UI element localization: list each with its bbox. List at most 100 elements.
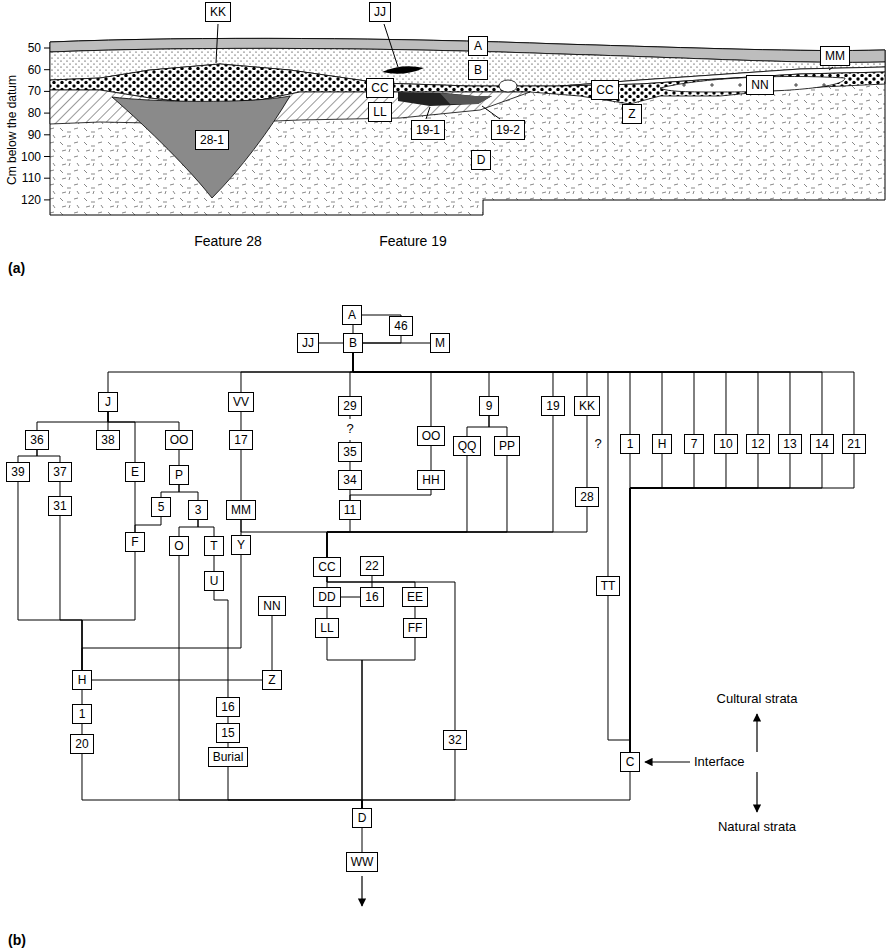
node-text: D: [357, 810, 367, 826]
axis-number: 100: [21, 149, 41, 165]
node-text: MM: [231, 502, 251, 518]
matrix-connector: [241, 520, 327, 557]
node-text: WW: [351, 854, 374, 870]
matrix-connector: [37, 450, 60, 462]
node-text: OO: [422, 428, 441, 444]
context-box: 31: [48, 496, 71, 516]
node-text: NN: [263, 598, 280, 614]
matrix-connector: [327, 520, 350, 557]
stratum-callout: B: [468, 60, 488, 80]
stratum-callout: A: [468, 36, 488, 56]
context-box: Z: [262, 670, 282, 690]
context-box: 16: [216, 697, 239, 717]
node-text: 46: [394, 318, 407, 334]
matrix-connector: [179, 520, 198, 536]
context-box: 15: [216, 723, 239, 743]
matrix-connector: [241, 450, 242, 500]
node-text: 36: [30, 432, 43, 448]
stratum-callout: 19-1: [411, 120, 445, 140]
matrix-connector: [353, 353, 431, 426]
context-box: 35: [338, 442, 361, 462]
context-box: 29: [338, 396, 361, 416]
context-box: 36: [25, 430, 48, 450]
node-text: LL: [373, 104, 386, 120]
axis-ticks: [44, 48, 50, 200]
stratum-callout: NN: [746, 75, 773, 95]
context-box: 37: [48, 462, 71, 482]
matrix-connector: [82, 690, 83, 704]
context-box: T: [204, 536, 224, 556]
feature-19-1: [398, 92, 492, 106]
node-text: 37: [53, 464, 66, 480]
context-box: B: [343, 333, 363, 353]
matrix-connector: [630, 454, 694, 752]
node-text: 17: [234, 432, 247, 448]
context-box: Burial: [208, 747, 249, 767]
stratum-callout: CC: [591, 80, 618, 100]
node-text: 22: [365, 558, 378, 574]
feature-19-1-fill: [440, 93, 492, 104]
context-box: H: [72, 670, 92, 690]
context-box: A: [342, 305, 362, 325]
axis-number: 60: [28, 62, 41, 78]
node-text: 15: [221, 725, 234, 741]
matrix-connector: [353, 325, 354, 333]
node-text: 28: [580, 489, 593, 505]
node-text: J: [103, 394, 113, 410]
matrix-connector: [198, 520, 214, 536]
node-text: A: [347, 307, 357, 323]
node-text: 29: [343, 398, 356, 414]
node-text: 19-2: [496, 122, 520, 138]
context-box: 34: [338, 470, 361, 490]
context-box: 1: [72, 704, 92, 724]
matrix-connector: [59, 482, 60, 496]
context-box: 5: [151, 497, 171, 517]
axis-number: 80: [28, 105, 41, 121]
matrix-connector: [362, 750, 455, 808]
context-box: 16: [360, 587, 383, 607]
matrix-connector: [353, 353, 608, 576]
node-text: 1: [77, 706, 87, 722]
matrix-connector: [327, 638, 362, 808]
context-box: 12: [746, 434, 769, 454]
matrix-connector: [228, 767, 362, 808]
matrix-connector: [353, 353, 553, 396]
matrix-connector: [60, 516, 82, 670]
matrix-connector: [161, 485, 179, 497]
node-text: 35: [343, 444, 356, 460]
context-box: 46: [389, 316, 412, 336]
context-box: 11: [339, 500, 361, 520]
matrix-connector: [353, 353, 790, 434]
context-box: 19: [541, 396, 564, 416]
context-box: 39: [6, 462, 29, 482]
stratum-callout: Z: [622, 104, 642, 124]
node-text: A: [473, 38, 483, 54]
context-box: JJ: [297, 333, 319, 353]
context-box: 7: [684, 434, 704, 454]
feature-label: Feature 28: [194, 233, 262, 249]
node-text: JJ: [302, 335, 314, 351]
context-box: MM: [226, 500, 256, 520]
matrix-connector: [135, 517, 161, 532]
node-text: FF: [408, 620, 423, 636]
matrix-connector: [630, 454, 726, 752]
matrix-connector: [371, 576, 372, 587]
node-text: MM: [825, 48, 845, 64]
node-text: VV: [233, 394, 249, 410]
node-text: CC: [596, 82, 613, 98]
context-box: O: [169, 536, 189, 556]
rock: [499, 80, 517, 92]
node-text: 5: [156, 499, 166, 515]
matrix-connector: [214, 556, 215, 571]
context-box: U: [204, 571, 224, 591]
matrix-connector: [431, 446, 432, 470]
matrix-connector: [630, 454, 790, 752]
node-text: KK: [210, 4, 226, 20]
matrix-connector: [489, 416, 507, 436]
node-text: E: [130, 464, 140, 480]
context-box: 9: [479, 396, 499, 416]
context-box: DD: [313, 587, 340, 607]
node-text: KK: [579, 398, 595, 414]
node-text: OO: [170, 432, 189, 448]
